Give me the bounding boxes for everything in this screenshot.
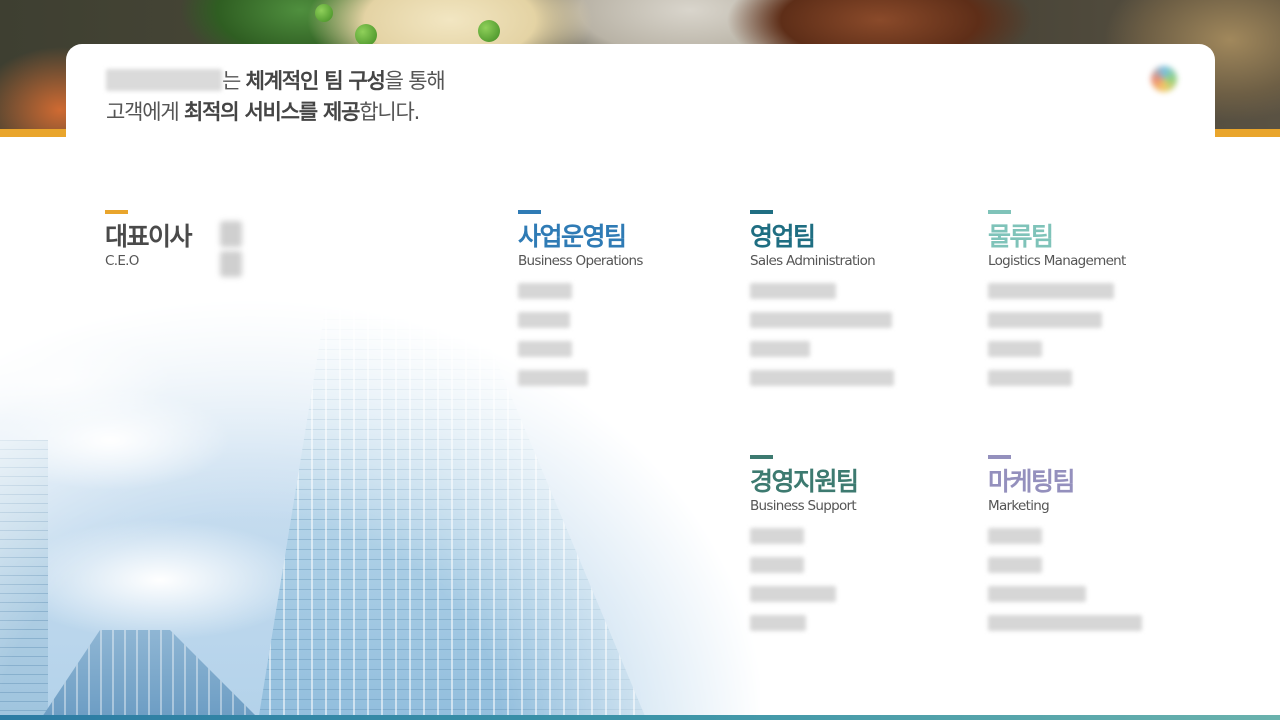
- member-redacted: [750, 370, 894, 386]
- team-name: 사업운영팀: [518, 222, 627, 251]
- intro-line1-end: 을 통해: [384, 69, 446, 93]
- team-subtitle: Logistics Management: [988, 253, 1126, 269]
- member-list: [988, 283, 1188, 386]
- member-redacted: [988, 312, 1102, 328]
- team-name: 영업팀: [750, 222, 816, 251]
- team-accent-bar: [750, 210, 773, 214]
- team-accent-bar: [988, 455, 1011, 459]
- team-accent-bar: [750, 455, 773, 459]
- member-redacted: [750, 528, 804, 544]
- member-redacted: [750, 615, 806, 631]
- intro-line1-bold: 체계적인 팀 구성: [245, 69, 386, 93]
- team-accent-bar: [988, 210, 1011, 214]
- member-redacted: [518, 283, 572, 299]
- member-redacted: [750, 283, 836, 299]
- team-marketing: 마케팅팀 Marketing: [988, 455, 1188, 644]
- team-name: 마케팅팀: [988, 467, 1076, 496]
- member-redacted: [988, 615, 1142, 631]
- team-accent-bar: [518, 210, 541, 214]
- team-subtitle: Business Operations: [518, 253, 643, 269]
- member-redacted: [988, 341, 1042, 357]
- member-list: [988, 528, 1188, 631]
- intro-line1-suffix: 는: [222, 69, 241, 93]
- team-name: 물류팀: [988, 222, 1054, 251]
- member-list: [750, 528, 950, 631]
- ceo-title: 대표이사: [105, 222, 193, 251]
- team-business-operations: 사업운영팀 Business Operations: [518, 210, 718, 399]
- team-sales: 영업팀 Sales Administration: [750, 210, 960, 399]
- member-redacted: [988, 283, 1114, 299]
- member-list: [750, 283, 960, 386]
- ceo-accent-bar: [105, 210, 128, 214]
- member-list: [518, 283, 718, 386]
- intro-line2-end: 합니다.: [359, 100, 420, 124]
- member-redacted: [750, 557, 804, 573]
- intro-line2-start: 고객에게: [106, 100, 180, 124]
- member-redacted: [750, 341, 810, 357]
- ceo-name-redacted: [220, 221, 282, 277]
- member-redacted: [750, 312, 892, 328]
- team-subtitle: Marketing: [988, 498, 1050, 514]
- team-subtitle: Sales Administration: [750, 253, 876, 269]
- team-subtitle: Business Support: [750, 498, 857, 514]
- company-logo-icon: [1151, 66, 1177, 92]
- member-redacted: [518, 312, 570, 328]
- company-name-redacted: [106, 69, 222, 91]
- member-redacted: [988, 557, 1042, 573]
- intro-card: 는 체계적인 팀 구성을 통해 고객에게 최적의 서비스를 제공합니다.: [66, 44, 1215, 144]
- footer-accent-bar: [0, 715, 1280, 720]
- member-redacted: [750, 586, 836, 602]
- team-logistics: 물류팀 Logistics Management: [988, 210, 1188, 399]
- ceo-block: 대표이사 C.E.O: [105, 210, 325, 277]
- team-business-support: 경영지원팀 Business Support: [750, 455, 950, 644]
- team-name: 경영지원팀: [750, 467, 859, 496]
- member-redacted: [988, 586, 1086, 602]
- member-redacted: [518, 370, 588, 386]
- city-background-image: [0, 290, 760, 720]
- member-redacted: [988, 528, 1042, 544]
- ceo-subtitle: C.E.O: [105, 253, 139, 269]
- member-redacted: [988, 370, 1072, 386]
- intro-line2-bold: 최적의 서비스를 제공: [183, 100, 361, 124]
- member-redacted: [518, 341, 572, 357]
- intro-text: 는 체계적인 팀 구성을 통해 고객에게 최적의 서비스를 제공합니다.: [106, 66, 446, 128]
